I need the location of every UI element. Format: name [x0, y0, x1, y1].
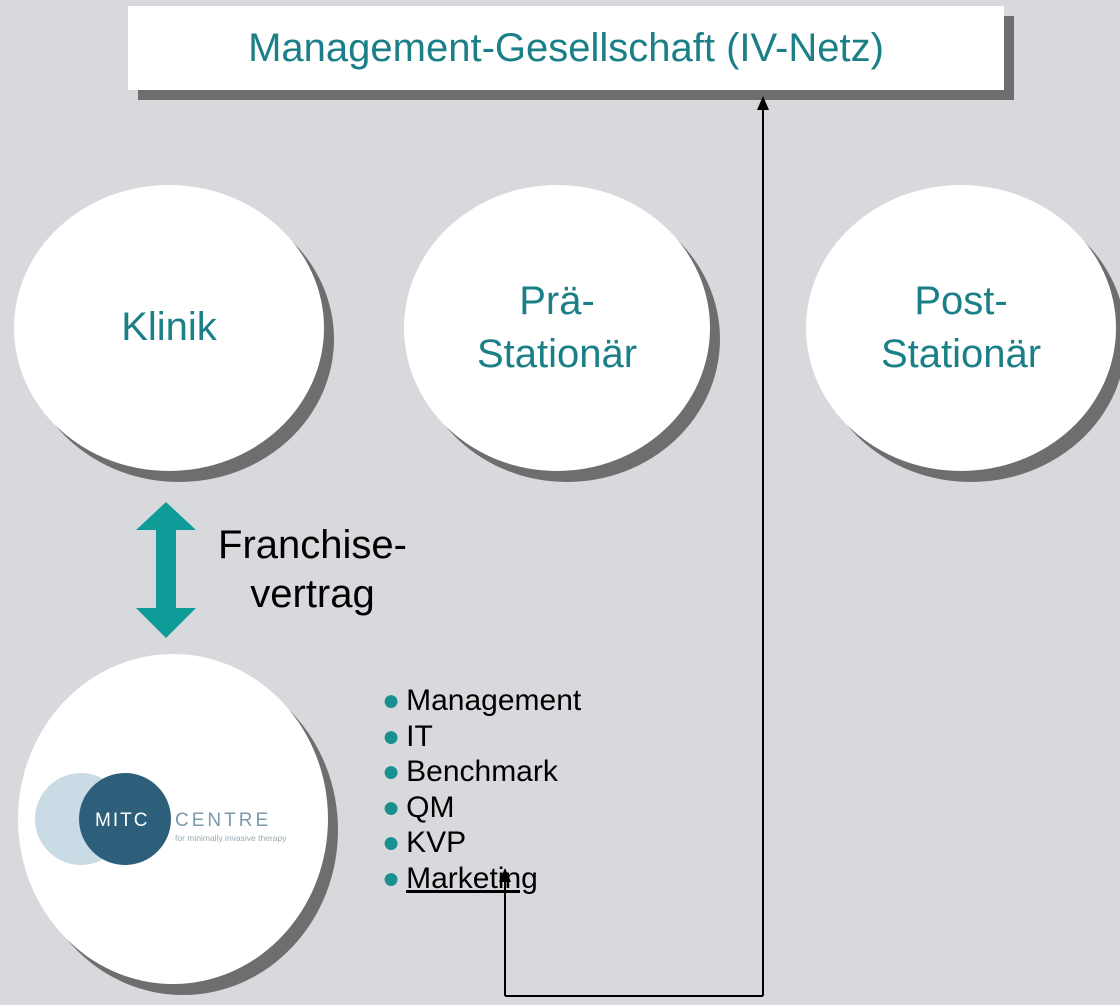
logo-tagline: for minimally invasive therapy [175, 833, 287, 843]
service-label: Benchmark [406, 755, 558, 788]
post-line2: Stationär [880, 332, 1042, 376]
logo-dark-circle [79, 773, 171, 865]
klinik-label: Klinik [121, 305, 217, 350]
mitc-centre-logo: MITC CENTRE for minimally invasive thera… [35, 773, 287, 865]
list-item: ●IT [382, 719, 581, 755]
mitc-centre-node: MITC CENTRE for minimally invasive thera… [18, 654, 328, 984]
connector-arrowhead-top [757, 96, 769, 110]
franchise-line1: Franchise- [218, 523, 407, 567]
prae-line2: Stationär [476, 332, 638, 376]
bullet-icon: ● [382, 790, 401, 824]
list-item: ●Marketing [382, 861, 581, 897]
management-company-title: Management-Gesellschaft (IV-Netz) [248, 25, 884, 70]
service-label: IT [406, 719, 433, 753]
logo-brand-left: MITC [95, 810, 149, 831]
service-label: Management [406, 684, 582, 717]
franchise-line2: vertrag [250, 571, 375, 616]
franchise-label: Franchise- vertrag [205, 521, 420, 619]
post-stationaer-node: Post- Stationär [806, 185, 1116, 471]
services-list: ●Management ●IT ●Benchmark ●QM ●KVP ●Mar… [382, 683, 581, 896]
bullet-icon: ● [382, 684, 401, 717]
prae-stationaer-label: Prä- Stationär [477, 275, 637, 381]
post-stationaer-label: Post- Stationär [881, 275, 1041, 381]
list-item: ●Benchmark [382, 754, 581, 790]
list-item: ●Management [382, 683, 581, 719]
list-item: ●QM [382, 790, 581, 826]
prae-stationaer-node: Prä- Stationär [404, 185, 710, 471]
management-company-box: Management-Gesellschaft (IV-Netz) [128, 6, 1004, 90]
post-line1: Post- [914, 278, 1008, 323]
bullet-icon: ● [382, 826, 401, 859]
bullet-icon: ● [382, 755, 401, 788]
prae-line1: Prä- [519, 278, 595, 323]
service-label: QM [406, 790, 455, 824]
bullet-icon: ● [382, 861, 401, 895]
list-item: ●KVP [382, 825, 581, 861]
bullet-icon: ● [382, 719, 401, 753]
service-label-marketing: Marketing [406, 861, 538, 895]
franchise-double-arrow [136, 502, 196, 638]
logo-brand-right: CENTRE [175, 810, 271, 831]
service-label: KVP [406, 826, 467, 859]
klinik-node: Klinik [14, 185, 324, 471]
